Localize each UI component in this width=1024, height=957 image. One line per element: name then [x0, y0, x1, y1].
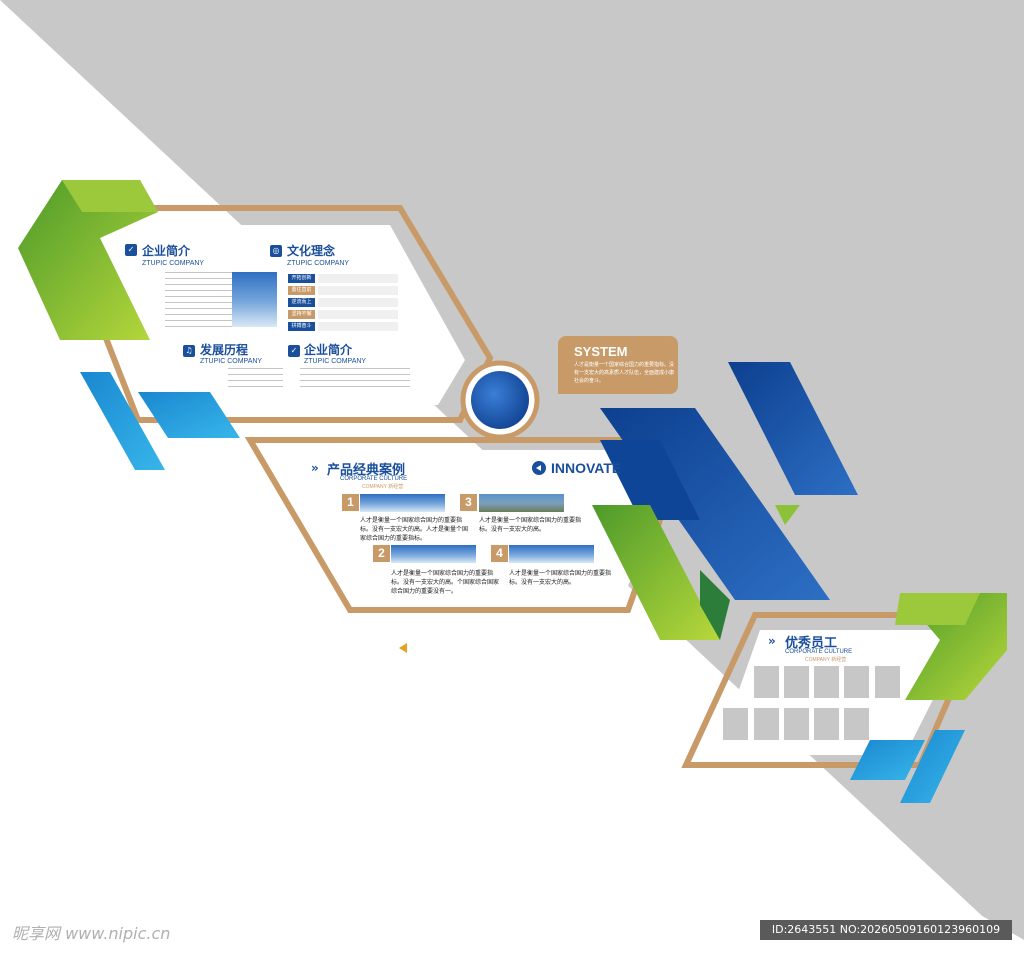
intro2-title: 企业简介 — [304, 343, 353, 357]
staff-photo-slot — [754, 708, 779, 740]
product-photo-3 — [479, 494, 564, 512]
history-icon: ♫ — [183, 345, 195, 357]
intro-title: 企业简介 — [142, 244, 191, 258]
lightblue-bar-3 — [850, 740, 925, 780]
culture-title: 文化理念 — [287, 244, 336, 258]
product-num-3: 3 — [460, 494, 477, 511]
product-num-1: 1 — [342, 494, 359, 511]
product-text-1: 人才是衡量一个国家综合国力的重要指标。没有一支宏大的高。人才是衡量个国家综合国力… — [360, 517, 469, 542]
staff-photo-slot — [844, 708, 869, 740]
innovate-play-icon — [536, 465, 541, 471]
product-text-2: 人才是衡量一个国家综合国力的重要指标。没有一支宏大的高。个国家综合国家综合国力的… — [391, 570, 500, 595]
culture-tag-line-1 — [318, 274, 398, 283]
products-chevron-icon: » — [311, 461, 319, 475]
culture-subtitle: ZTUPIC COMPANY — [287, 260, 350, 267]
green-block-top-left — [18, 180, 158, 340]
panel-mid — [280, 450, 660, 605]
lightblue-bar-4 — [900, 730, 965, 803]
staff-title: 优秀员工 — [785, 636, 838, 651]
intro-icon: ✓ — [125, 244, 137, 256]
system-text: 人才是衡量一个国家综合国力的重要指标。没有一支宏大的高素质人才队伍，全面建成小康… — [574, 362, 674, 384]
history-body — [228, 368, 283, 390]
culture-tag-line-5 — [318, 322, 398, 331]
culture-tag-line-3 — [318, 298, 398, 307]
staff-photo-slot — [723, 708, 748, 740]
product-photo-2 — [391, 545, 476, 563]
innovate-title: INNOVATE — [551, 460, 622, 476]
green-block-mid — [592, 505, 720, 640]
product-text-3: 人才是衡量一个国家综合国力的重要指标。没有一支宏大的高。 — [479, 517, 582, 533]
product-num-2: 2 — [373, 545, 390, 562]
system-badge: SYSTEM 人才是衡量一个国家综合国力的重要指标。没有一支宏大的高素质人才队伍… — [558, 336, 678, 394]
product-photo-1 — [360, 494, 445, 512]
intro2-body — [300, 368, 410, 390]
product-num-4: 4 — [491, 545, 508, 562]
watermark-left: 昵享网 www.nipic.cn — [12, 924, 171, 943]
staff-subtitle: CORPORATE CULTURE — [785, 649, 853, 655]
culture-tag-4: 坚持不懈 — [288, 310, 315, 319]
culture-tag-5: 拼搏奋斗 — [288, 322, 315, 331]
history-title: 发展历程 — [200, 343, 249, 357]
product-text-4: 人才是衡量一个国家综合国力的重要指标。没有一支宏大的高。 — [509, 570, 612, 586]
products-subtitle: CORPORATE CULTURE — [340, 476, 408, 482]
staff-photo-slot — [784, 666, 809, 698]
products-subtitle2: COMPANY 新经营 — [362, 484, 404, 490]
products-title: 产品经典案例 — [327, 463, 406, 478]
staff-photo-slot — [814, 708, 839, 740]
staff-subtitle2: COMPANY 新经营 — [805, 657, 847, 663]
staff-photo-slot — [875, 666, 900, 698]
watermark-right: ID:2643551 NO:20260509160123960109 — [760, 920, 1012, 940]
culture-photo — [232, 272, 277, 327]
staff-photo-slot — [844, 666, 869, 698]
panel-staff — [716, 630, 968, 755]
lightblue-bar-2 — [138, 392, 240, 438]
culture-tag-3: 逆流而上 — [288, 298, 315, 307]
intro-subtitle: ZTUPIC COMPANY — [142, 260, 205, 267]
intro2-subtitle: ZTUPIC COMPANY — [304, 358, 367, 365]
culture-icon: ◎ — [270, 245, 282, 257]
culture-tag-line-4 — [318, 310, 398, 319]
culture-tag-line-2 — [318, 286, 398, 295]
system-title: SYSTEM — [574, 344, 628, 359]
culture-tag-1: 开拓创新 — [288, 274, 315, 283]
history-subtitle: ZTUPIC COMPANY — [200, 358, 263, 365]
culture-tag-2: 勇往直前 — [288, 286, 315, 295]
staff-photo-slot — [754, 666, 779, 698]
staff-photo-slot — [814, 666, 839, 698]
blue-block-right — [728, 362, 858, 495]
center-circle — [471, 371, 529, 429]
staff-photo-slot — [784, 708, 809, 740]
staff-chevron-icon: » — [768, 634, 776, 648]
intro2-icon: ✓ — [288, 345, 300, 357]
product-photo-4 — [509, 545, 594, 563]
lightblue-bar-1 — [80, 372, 165, 470]
